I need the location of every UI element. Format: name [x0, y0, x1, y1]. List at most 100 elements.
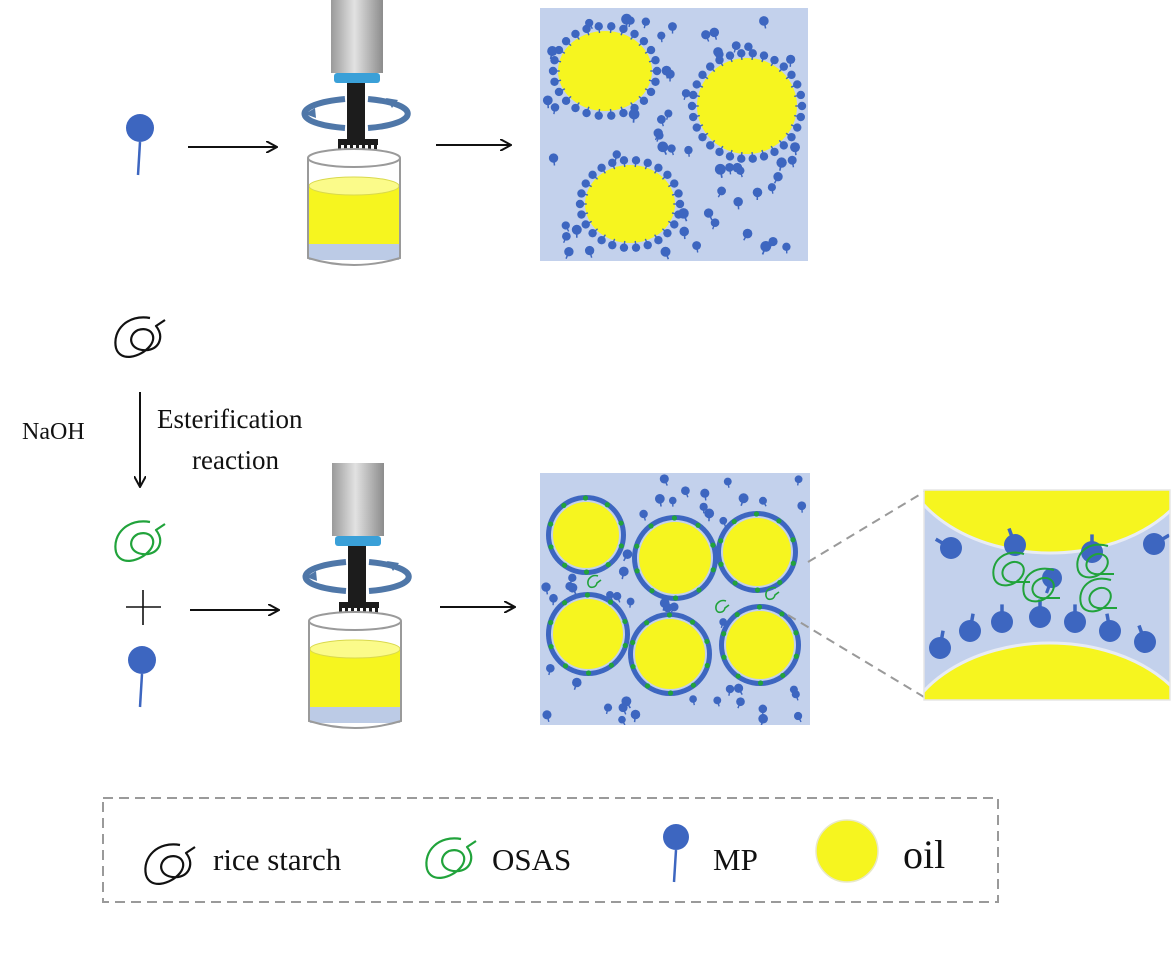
mp-molecule	[665, 69, 675, 82]
mp-molecule	[659, 474, 669, 486]
mp-molecule	[603, 703, 613, 715]
osas-molecule	[562, 663, 569, 669]
osas-molecule	[1079, 577, 1117, 613]
osas-molecule	[562, 600, 568, 606]
mp-molecule	[619, 24, 628, 36]
mp-icon	[663, 824, 689, 883]
osas-molecule	[731, 518, 737, 525]
mp-molecule	[549, 593, 558, 606]
mp-molecule	[692, 123, 704, 132]
mp-molecule	[661, 228, 672, 238]
mp-molecule	[791, 690, 800, 701]
mp-molecule	[654, 234, 663, 245]
mp-molecule	[608, 158, 617, 170]
mp-molecule	[648, 77, 660, 86]
mp-molecule	[794, 112, 805, 122]
mp-molecule	[681, 89, 691, 100]
mp-molecule	[661, 170, 672, 180]
mp-molecule	[793, 711, 803, 723]
mp-molecule	[630, 29, 639, 40]
mp-molecule	[698, 132, 709, 142]
mp-molecule	[622, 549, 633, 562]
reaction-label: reaction	[192, 445, 279, 475]
mp-molecule	[542, 95, 553, 109]
mp-molecule	[689, 90, 700, 100]
osas-molecule	[582, 495, 589, 501]
osas-molecule	[992, 551, 1030, 587]
mp-molecule	[542, 710, 552, 722]
mp-molecule	[787, 155, 797, 168]
mp-molecule	[959, 613, 981, 642]
mp-molecule	[773, 172, 783, 184]
osas-molecule	[777, 579, 783, 586]
mp-molecule	[577, 189, 589, 198]
mp-molecule	[641, 17, 651, 29]
mp-molecule	[758, 704, 768, 716]
mp-molecule	[778, 139, 789, 150]
mp-molecule	[760, 241, 772, 255]
mp-molecule	[631, 156, 641, 168]
mp-molecule	[660, 246, 671, 260]
osas-molecule	[548, 544, 554, 550]
mp-molecule	[797, 501, 807, 513]
oil-droplet-icon	[815, 819, 879, 883]
osas-molecule	[704, 662, 710, 669]
mp-molecule	[929, 630, 951, 659]
mp-molecule	[626, 16, 635, 28]
mp-molecule	[577, 210, 589, 219]
mp-molecule	[550, 77, 562, 86]
osas-molecule	[649, 588, 655, 594]
mp-molecule	[667, 144, 676, 156]
osas-molecule	[671, 515, 678, 521]
mp-molecule	[736, 697, 745, 709]
plus-sign	[126, 590, 161, 625]
mp-molecule	[673, 199, 685, 209]
mp-molecule	[709, 27, 720, 40]
mp-molecule	[1064, 604, 1086, 633]
mp-molecule	[776, 157, 787, 171]
oil-droplet	[723, 518, 791, 586]
osas-molecule	[690, 682, 696, 688]
oil-droplet	[639, 522, 711, 594]
mp-molecule	[703, 208, 714, 221]
mp-molecule	[565, 582, 574, 593]
mp-molecule	[790, 142, 800, 156]
mp-molecule	[679, 226, 690, 240]
mp-molecule	[742, 228, 753, 241]
oil-droplet	[635, 619, 705, 689]
mp-molecule	[1004, 527, 1026, 556]
mp-molecule	[733, 197, 743, 210]
mp-molecule	[732, 162, 743, 175]
mp-molecule	[643, 238, 652, 250]
osas-molecule	[732, 580, 738, 586]
legend-label-mp: MP	[713, 842, 758, 877]
mp-molecule	[689, 695, 697, 706]
mp-molecule	[731, 41, 741, 53]
mp-molecule	[794, 90, 805, 100]
osas-molecule	[1076, 543, 1114, 579]
osas-molecule	[562, 562, 568, 568]
mp-molecule	[639, 509, 648, 521]
mp-molecule	[619, 106, 628, 118]
mp-molecule	[618, 566, 629, 580]
mp-molecule	[748, 151, 757, 163]
mp-molecule	[725, 163, 734, 175]
mp-molecule	[758, 713, 768, 725]
osas-molecule	[605, 562, 611, 568]
mp-molecule	[744, 42, 753, 54]
mp-molecule	[692, 80, 704, 89]
homogenizer-2	[302, 463, 412, 729]
mp-molecule	[733, 683, 744, 695]
mp-molecule	[738, 493, 749, 507]
legend-item-oil: oil	[815, 819, 945, 883]
mp-molecule	[752, 187, 763, 201]
mp-molecule	[698, 70, 709, 80]
mp-molecule	[638, 95, 649, 106]
mp-molecule	[571, 102, 580, 113]
osas-molecule	[634, 543, 640, 549]
osas-molecule	[604, 502, 610, 508]
mp-molecule	[705, 139, 716, 150]
mp-molecule	[692, 241, 702, 253]
osas-molecule	[622, 642, 628, 649]
